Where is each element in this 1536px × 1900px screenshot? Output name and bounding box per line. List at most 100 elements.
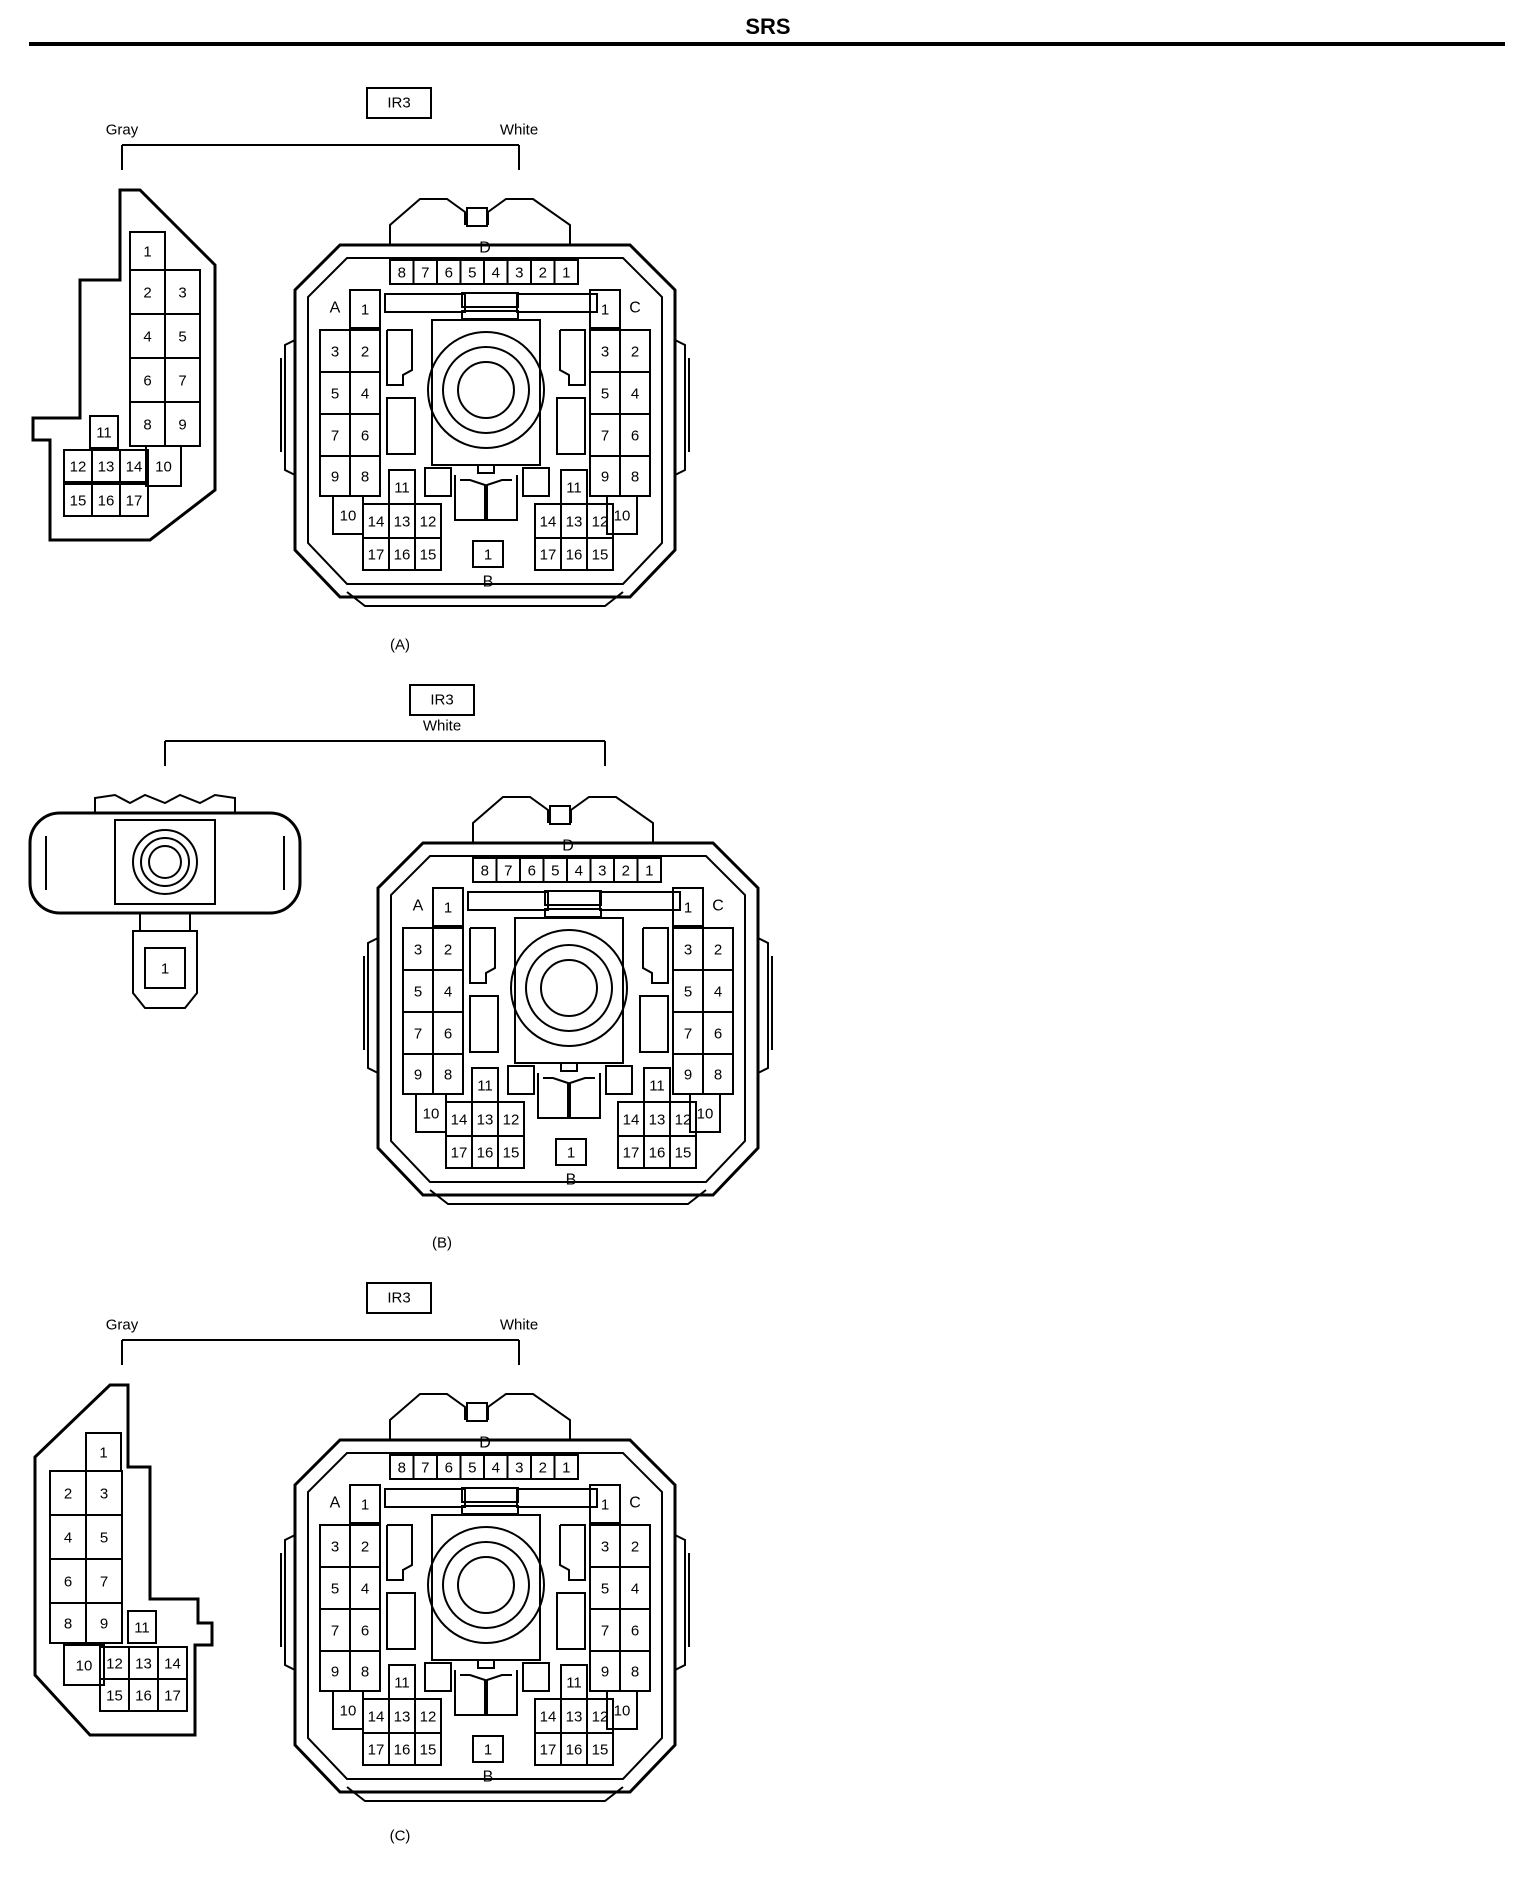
pin-number: 3 — [100, 1486, 108, 1503]
pin-number: 13 — [135, 1656, 152, 1673]
pin-number: 2 — [444, 942, 452, 959]
figure-caption: (A) — [390, 637, 410, 654]
center-socket-ring — [442, 346, 530, 434]
pin-number: 6 — [714, 1026, 722, 1043]
pin-number: 2 — [631, 344, 639, 361]
key-shape — [454, 1670, 486, 1716]
pin-number: 14 — [540, 1709, 557, 1726]
pin-cell — [472, 1735, 504, 1763]
l-key-left — [386, 329, 413, 386]
pin-number: 17 — [540, 1742, 557, 1759]
pin-number: 8 — [361, 1664, 369, 1681]
pin-number: 1 — [484, 547, 492, 564]
pin-number: 14 — [451, 1112, 468, 1129]
side-latch-right — [757, 937, 769, 1074]
pin-number: 13 — [394, 1709, 411, 1726]
color-label-left: Gray — [106, 122, 139, 139]
pin-number: 3 — [515, 265, 523, 282]
pin-number: 8 — [631, 1664, 639, 1681]
pin-number: 1 — [601, 302, 609, 319]
l-key-left — [469, 927, 496, 984]
pin-number: 7 — [331, 428, 339, 445]
section-label-a: A — [330, 1495, 341, 1512]
section-label-d: D — [479, 1435, 491, 1452]
pin-number: 5 — [331, 386, 339, 403]
pin-number: 6 — [631, 428, 639, 445]
pin-number: 8 — [714, 1067, 722, 1084]
pin-cell — [586, 1732, 614, 1766]
color-label-right: White — [423, 718, 461, 735]
pin-cell — [669, 1135, 697, 1169]
pin-number: 15 — [70, 493, 87, 510]
pin-number: 5 — [100, 1530, 108, 1547]
pin-number: 11 — [394, 1675, 410, 1692]
pin-number: 16 — [649, 1145, 666, 1162]
connector-inner-shell — [307, 1452, 663, 1780]
pin-cell — [636, 857, 662, 883]
key-shape — [486, 1670, 518, 1716]
center-socket-frame — [431, 1514, 541, 1661]
pin-number: 4 — [492, 265, 500, 282]
pin-number: 16 — [98, 493, 115, 510]
top-latch-right — [487, 1393, 571, 1440]
pin-number: 7 — [414, 1026, 422, 1043]
bottom-lip — [346, 1786, 624, 1802]
pin-number: 17 — [164, 1688, 181, 1705]
slot-bar — [544, 908, 602, 918]
pin-number: 1 — [567, 1145, 575, 1162]
center-socket-frame — [431, 319, 541, 466]
key-slot — [477, 1659, 495, 1669]
slot-bar — [461, 1487, 519, 1503]
pin-number: 5 — [684, 984, 692, 1001]
center-socket-bore — [457, 1556, 515, 1614]
pin-number: 14 — [540, 514, 557, 531]
top-key — [466, 1402, 488, 1422]
side-latch-left — [367, 937, 379, 1074]
pin-number: 14 — [368, 1709, 385, 1726]
pin-number: 6 — [445, 1460, 453, 1477]
section-label-c: C — [629, 1495, 641, 1512]
slot-rect — [639, 995, 669, 1053]
pin-housing — [132, 930, 198, 1009]
pin-number: 5 — [178, 329, 186, 346]
pin-number: 5 — [601, 386, 609, 403]
pin-number: 2 — [143, 285, 151, 302]
top-latch-left — [389, 198, 466, 245]
pin-cell — [85, 1602, 123, 1644]
pin-number: 4 — [575, 863, 583, 880]
pin-number: 1 — [684, 900, 692, 917]
socket-frame — [114, 819, 216, 905]
pin-cell — [144, 947, 186, 989]
side-latch-right — [674, 339, 686, 476]
pin-number: 13 — [649, 1112, 666, 1129]
socket-ring — [132, 829, 198, 895]
pin-number: 13 — [566, 514, 583, 531]
pin-number: 1 — [562, 265, 570, 282]
connector-inner-shell — [390, 855, 746, 1183]
l-key-right — [559, 1524, 586, 1581]
pin-number: 6 — [631, 1623, 639, 1640]
side-latch-left — [284, 339, 296, 476]
center-socket-bore — [540, 959, 598, 1017]
connector-code-box — [366, 87, 432, 119]
pin-number: 1 — [361, 302, 369, 319]
color-label-right: White — [500, 1317, 538, 1334]
slot-rect — [469, 995, 499, 1053]
pin-number: 8 — [64, 1616, 72, 1633]
pin-number: 17 — [623, 1145, 640, 1162]
gray-connector-shell — [33, 1383, 214, 1737]
pin-cell — [349, 1650, 381, 1692]
figure-caption: (C) — [390, 1828, 411, 1845]
pin-number: 6 — [528, 863, 536, 880]
pin-number: 3 — [178, 285, 186, 302]
pin-number: 4 — [631, 1581, 639, 1598]
pin-cell — [89, 415, 119, 449]
page-header: SRS — [0, 0, 1536, 60]
color-label-right: White — [500, 122, 538, 139]
pin-number: 7 — [601, 428, 609, 445]
neck — [139, 912, 191, 932]
pin-cell — [432, 887, 464, 927]
pin-number: 9 — [100, 1616, 108, 1633]
pin-number: 16 — [477, 1145, 494, 1162]
